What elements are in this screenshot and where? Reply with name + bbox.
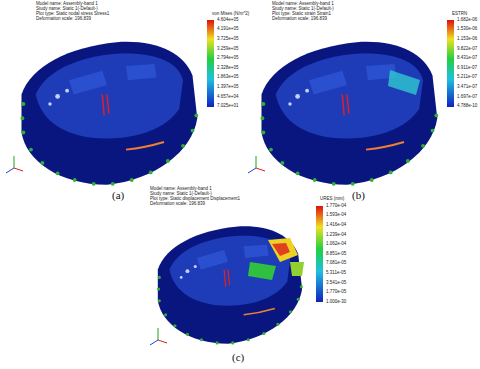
plot-info: Model name: Assembly-band 1 — [272, 2, 334, 7]
legend-value: 4.788e-10 — [457, 104, 477, 109]
plot-info: Plot type: Static nodal stress Stress1 — [36, 12, 109, 17]
plot-info: Plot type: Static strain Strain1 — [272, 12, 331, 17]
legend-value: 1.770e-04 — [326, 204, 346, 209]
legend-value: 3.259e+05 — [217, 47, 238, 52]
plot-info: Study name: Static 1(-Default-) — [36, 7, 98, 12]
legend-title: von Mises (N/m^2) — [212, 12, 249, 17]
panel-letter: (a) — [112, 190, 124, 201]
legend-value: 1.697e-07 — [457, 95, 477, 100]
legend-title: ESTRN — [452, 12, 467, 17]
legend-value: 1.000e-30 — [326, 300, 346, 305]
strain-mesh — [261, 42, 439, 186]
legend-value: 6.911e-07 — [457, 66, 477, 71]
legend-value: 9.822e-07 — [457, 47, 477, 52]
legend-value: 7.081e-05 — [326, 261, 346, 266]
legend-value: 1.062e-04 — [326, 242, 346, 247]
legend-value: 5.211e-07 — [457, 75, 477, 80]
legend-value: 2.794e+05 — [217, 56, 238, 61]
legend-value: 7.025e+01 — [217, 104, 238, 109]
legend-value: 1.593e-04 — [326, 213, 346, 218]
displacement-mesh — [157, 226, 303, 344]
legend-value: 4.657e+04 — [217, 95, 238, 100]
legend-value: 1.682e-06 — [457, 18, 477, 23]
plot-info: Model name: Assembly-band 1 — [36, 2, 98, 7]
legend-value: 1.239e-04 — [326, 233, 346, 238]
panel-letter: (b) — [352, 190, 365, 201]
legend-value: 4.604e+05 — [217, 18, 238, 23]
legend-value: 1.770e-05 — [326, 290, 346, 295]
color-bar — [447, 20, 454, 107]
plot-info: Model name: Assembly-band 1 — [150, 187, 212, 192]
displacement-zone — [272, 243, 290, 256]
axis-triad — [248, 156, 265, 173]
axis-triad — [6, 156, 23, 173]
legend-value: 3.541e-05 — [326, 281, 346, 286]
plot-info: Deformation scale: 196.839 — [272, 17, 327, 22]
strain-zone — [388, 70, 420, 95]
color-bar — [207, 20, 214, 107]
panel-letter: (c) — [232, 352, 244, 363]
plot-info: Study name: Static 1(-Default-) — [150, 192, 212, 197]
legend-value: 5.311e-05 — [326, 271, 346, 276]
legend-value: 1.153e-06 — [457, 37, 477, 42]
plot-info: Plot type: Static displacement Displacem… — [150, 197, 240, 202]
legend-value: 3.725e+05 — [217, 37, 238, 42]
plot-info: Deformation scale: 196.839 — [36, 17, 91, 22]
legend-title: URES (mm) — [320, 197, 344, 202]
legend-value: 4.191e+05 — [217, 27, 238, 32]
legend-value: 2.328e+05 — [217, 66, 238, 71]
displacement-zone — [290, 262, 304, 276]
legend-value: 1.416e-04 — [326, 223, 346, 228]
legend-value: 1.863e+05 — [217, 75, 238, 80]
legend-value: 8.851e-05 — [326, 252, 346, 257]
legend-value: 1.530e-06 — [457, 27, 477, 32]
legend-value: 8.431e-07 — [457, 56, 477, 61]
color-bar — [316, 206, 323, 302]
displacement-zone — [248, 262, 276, 280]
stress-mesh — [21, 42, 199, 186]
axis-triad — [150, 328, 167, 345]
displacement-zone — [268, 238, 298, 262]
legend-value: 1.397e+05 — [217, 85, 238, 90]
plot-info: Study name: Static 1(-Default-) — [272, 7, 334, 12]
plot-info: Deformation scale: 196.839 — [150, 202, 205, 207]
legend-value: 3.471e-07 — [457, 85, 477, 90]
